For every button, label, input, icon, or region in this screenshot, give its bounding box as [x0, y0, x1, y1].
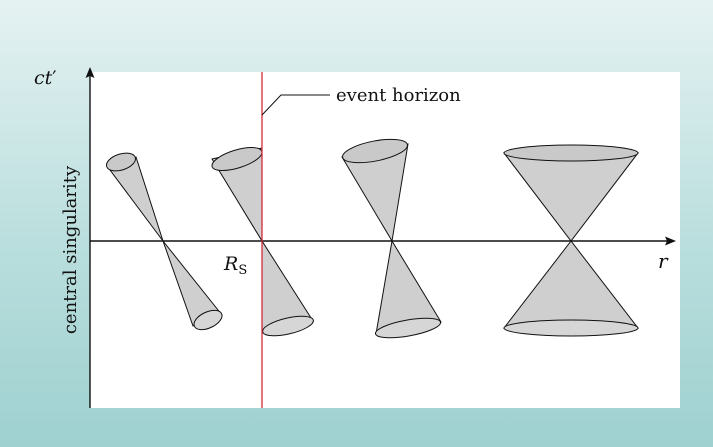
central-singularity-label: central singularity [60, 165, 81, 334]
vertical-axis-label-prime: ′ [52, 67, 56, 89]
horizon-position-label-sub: S [238, 263, 247, 278]
vertical-axis-label-base: ct [34, 67, 53, 89]
event-horizon-label: event horizon [336, 85, 461, 106]
horizontal-axis-label: r [658, 249, 669, 273]
vertical-axis-label: ct′ [34, 67, 57, 89]
diagram-panel [90, 72, 680, 408]
cone-4-past-rim [504, 320, 638, 336]
cone-4-future-rim [504, 145, 638, 161]
horizon-position-label-base: R [223, 253, 238, 275]
